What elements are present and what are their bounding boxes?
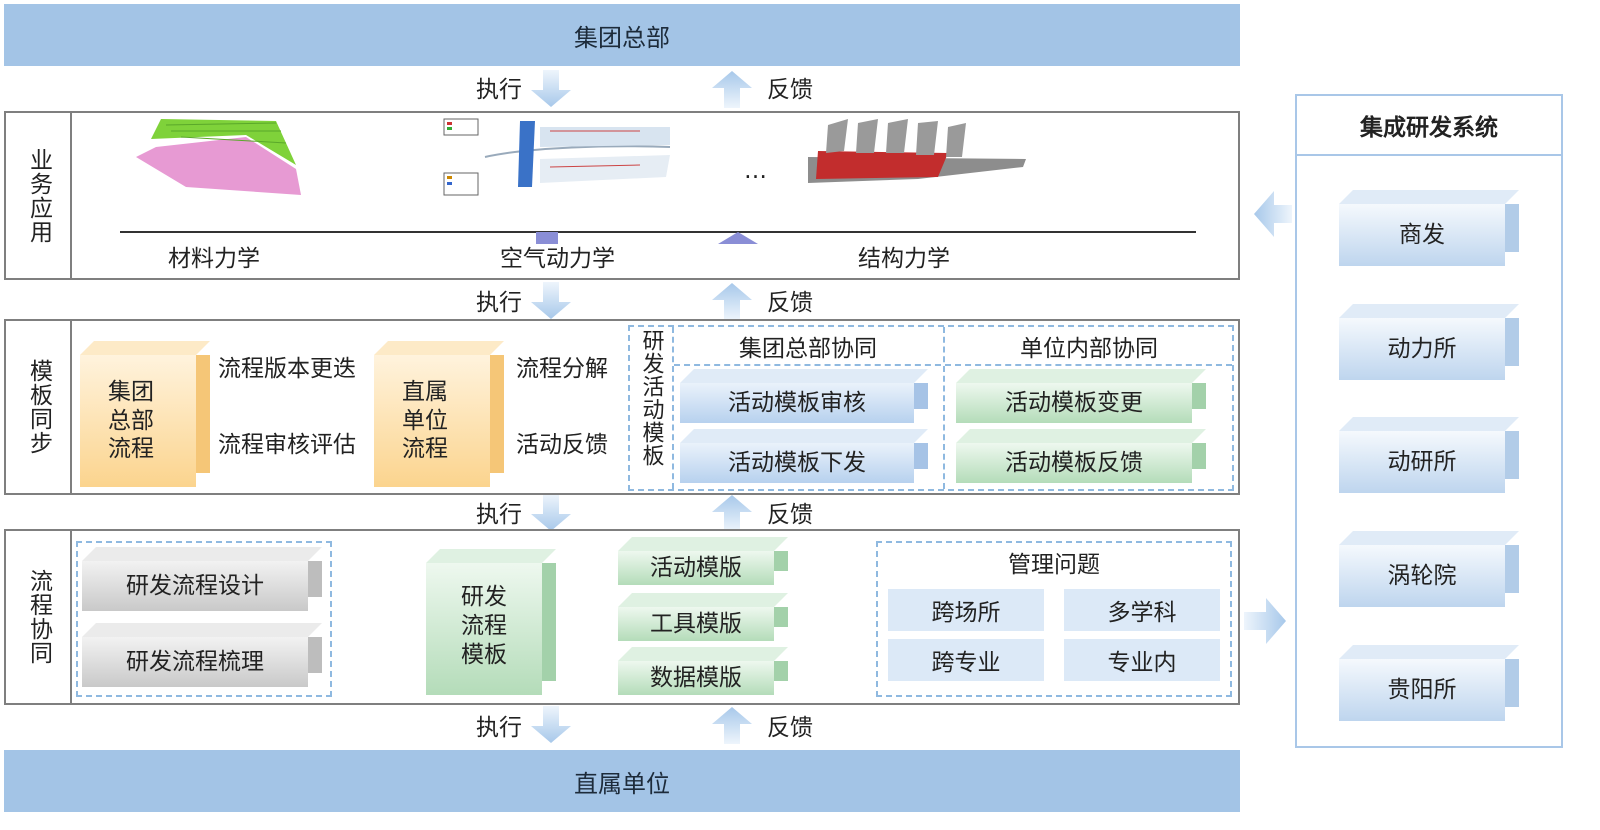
group-hq-label: 集团总部 [574,23,670,52]
management-issues-group [876,541,1232,697]
template-feedback-box: 活动模板反馈 [956,429,1206,483]
exec-label: 执行 [476,290,522,316]
feedback-label: 反馈 [767,77,813,103]
template-sync-row: 模板同步 集团 总部 流程 流程版本更迭 流程审核评估 直属 单位 流程 流程分… [4,319,1240,495]
ellipsis: … [744,158,767,184]
material-mechanics-image [136,119,301,195]
exec-label: 执行 [476,77,522,103]
issue-within-specialty: 专业内 [1064,639,1220,681]
version-iteration-label: 流程版本更迭 [218,356,356,382]
up-arrow [712,707,752,744]
tool-template-box: 工具模版 [618,593,788,641]
process-collab-row: 流程协同 研发流程设计 研发流程梳理 研发 流程 模板 活动模版 工具模版 数据… [4,529,1240,705]
discipline-label: 材料力学 [168,246,260,272]
system-item: 商发 [1339,190,1519,266]
group-hq-band: 集团总部 [4,4,1240,66]
discipline-label: 空气动力学 [500,246,615,272]
issue-multi-discipline: 多学科 [1064,589,1220,631]
review-evaluation-label: 流程审核评估 [218,432,356,458]
feedback-label: 反馈 [767,502,813,528]
row-label: 业务应用 [6,113,72,278]
down-arrow [531,494,571,531]
system-title: 集成研发系统 [1297,96,1561,156]
subsidiary-units-band: 直属单位 [4,750,1240,812]
exec-label: 执行 [476,502,522,528]
up-arrow [712,71,752,108]
integrated-rd-system-panel: 集成研发系统 商发 动力所 动研所 涡轮院 贵阳所 [1295,94,1563,748]
up-arrow [712,283,752,320]
down-arrow [531,282,571,319]
issue-cross-specialty: 跨专业 [888,639,1044,681]
feedback-label: 反馈 [767,715,813,741]
issue-cross-site: 跨场所 [888,589,1044,631]
template-change-box: 活动模板变更 [956,369,1206,423]
up-arrow [712,495,752,532]
system-item: 贵阳所 [1339,645,1519,721]
process-sort-box: 研发流程梳理 [82,623,322,687]
unit-collab-title: 单位内部协同 [1020,336,1158,362]
system-item: 动研所 [1339,417,1519,493]
marker [536,232,558,244]
process-design-box: 研发流程设计 [82,547,322,611]
activity-template-box: 活动模版 [618,537,788,585]
marker [718,232,758,244]
data-template-box: 数据模版 [618,647,788,695]
activity-template-title: 研发活动模板 [638,329,664,467]
left-arrow [1254,191,1292,237]
aerodynamics-image [443,118,671,196]
business-row: 业务应用 … 材料力学 空气动力学 结构力学 [4,111,1240,280]
system-item: 动力所 [1339,304,1519,380]
structural-mechanics-image [808,119,1026,183]
process-design-group [76,541,332,697]
rd-process-template-cube: 研发 流程 模板 [426,549,556,695]
template-review-box: 活动模板审核 [680,369,928,423]
subsidiary-units-label: 直属单位 [574,769,670,798]
exec-label: 执行 [476,715,522,741]
baseline [120,231,1196,233]
system-item: 涡轮院 [1339,531,1519,607]
management-issues-title: 管理问题 [1008,552,1100,578]
group-process-cube: 集团 总部 流程 [80,341,210,487]
feedback-label: 反馈 [767,290,813,316]
activity-feedback-label: 活动反馈 [516,432,608,458]
template-issue-box: 活动模板下发 [680,429,928,483]
activity-template-group [628,325,1234,491]
row-label: 流程协同 [6,531,72,703]
row-label: 模板同步 [6,321,72,493]
process-decompose-label: 流程分解 [516,356,608,382]
right-arrow [1244,598,1286,644]
down-arrow [531,70,571,107]
down-arrow [531,706,571,743]
unit-process-cube: 直属 单位 流程 [374,341,504,487]
discipline-label: 结构力学 [858,246,950,272]
group-collab-title: 集团总部协同 [739,336,877,362]
